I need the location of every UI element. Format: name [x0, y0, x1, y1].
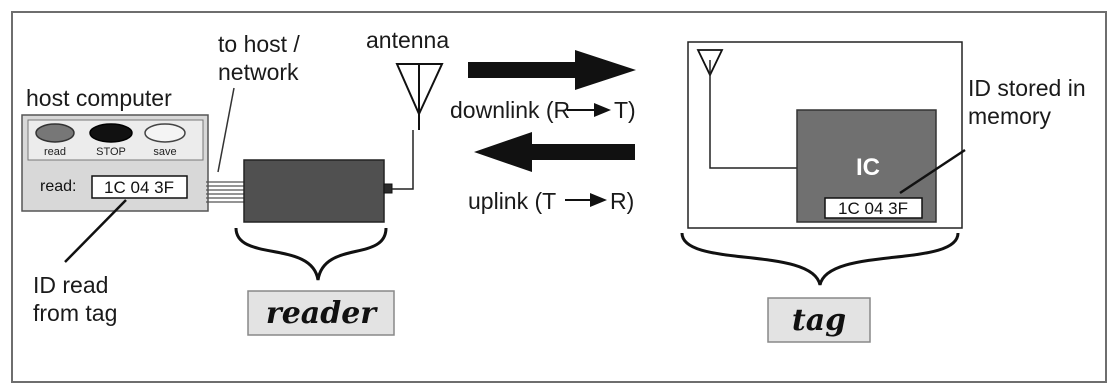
tag-id-value: 1C 04 3F — [838, 199, 908, 218]
uplink-direction-icon — [565, 193, 607, 207]
reader-label-box — [247, 290, 395, 336]
tag-id-box — [824, 197, 923, 219]
uplink-label: uplink (T — [468, 188, 556, 214]
downlink-arrow — [468, 50, 636, 90]
read-value: 1C 04 3F — [104, 178, 174, 197]
ribbon-cable — [206, 181, 250, 203]
to-host-pointer — [217, 87, 235, 173]
host-computer: host computer read STOP save read: 1C 04… — [21, 85, 209, 212]
id-stored-label-line1: ID stored in — [968, 75, 1086, 101]
read-field-label: read: — [40, 178, 76, 195]
stop-button-label: STOP — [96, 146, 126, 158]
downlink-label: downlink (R — [450, 97, 570, 123]
antenna-label: antenna — [366, 27, 449, 53]
downlink-direction-icon — [567, 103, 611, 117]
reader-label: reader — [266, 296, 378, 331]
uplink-label-end: R) — [610, 188, 634, 214]
uplink-arrow — [474, 132, 635, 172]
id-stored-label-line2: memory — [968, 103, 1052, 129]
reader-brace — [234, 227, 388, 281]
read-button-label: read — [44, 146, 66, 158]
save-button-label: save — [153, 146, 176, 158]
tag-antenna-coil — [709, 60, 797, 169]
reader-connector — [383, 183, 393, 194]
host-computer-title: host computer — [26, 85, 172, 111]
id-stored-pointer — [899, 148, 966, 195]
save-button[interactable] — [144, 123, 186, 143]
tag-label-box — [767, 297, 871, 343]
antenna-cable — [392, 130, 414, 190]
id-read-label-line1: ID read — [33, 272, 108, 298]
ic-label: IC — [856, 154, 880, 181]
id-read-pointer — [64, 199, 127, 263]
to-host-label-line2: network — [218, 59, 299, 85]
tag-brace — [680, 232, 960, 286]
read-button[interactable] — [35, 123, 75, 143]
read-value-box — [91, 175, 188, 199]
downlink-label-end: T) — [614, 97, 636, 123]
to-host-label-line1: to host / — [218, 31, 300, 57]
tag-label: tag — [792, 303, 846, 338]
stop-button[interactable] — [89, 123, 133, 143]
id-read-label-line2: from tag — [33, 300, 117, 326]
reader-device — [243, 159, 385, 223]
